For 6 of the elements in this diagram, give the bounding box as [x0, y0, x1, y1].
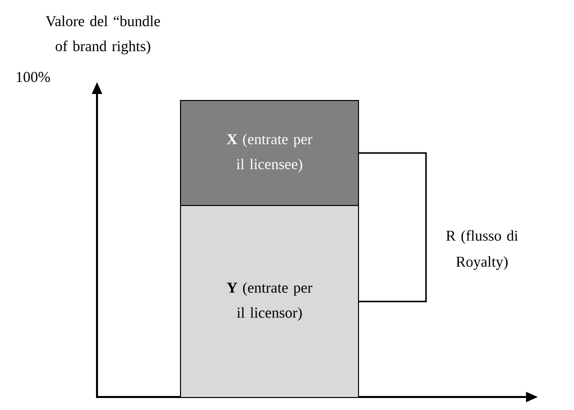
- bar-segment: Y (entrate per il licensor): [180, 205, 359, 398]
- bracket-connector: [359, 152, 427, 302]
- axis-title: Valore del “bundle of brand rights): [46, 16, 160, 54]
- bar-segment: X (entrate per il licensee): [180, 100, 359, 206]
- axis-title: 100%: [16, 72, 50, 82]
- edge-label: R (flusso di Royalty): [446, 230, 518, 270]
